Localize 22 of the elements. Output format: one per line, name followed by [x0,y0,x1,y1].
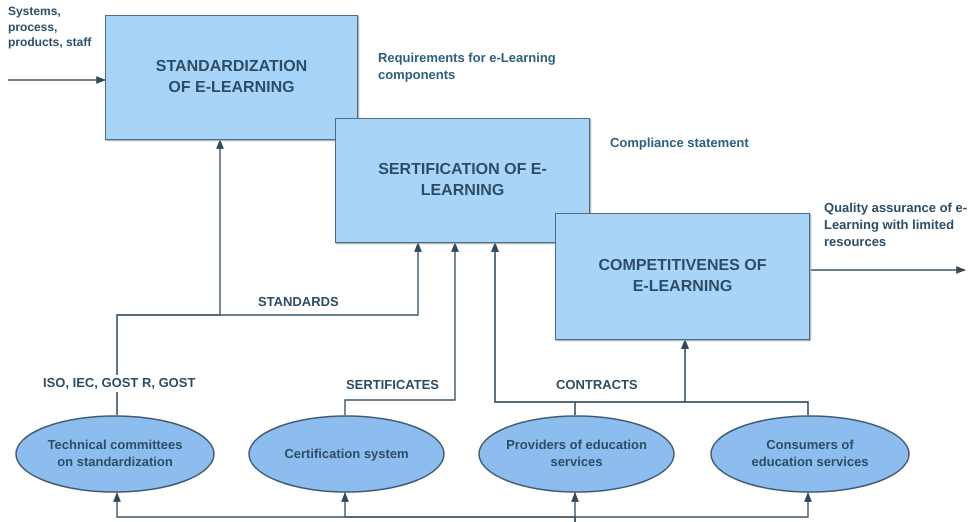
connector-arrow [116,242,422,415]
process-box [105,15,358,140]
ellipse-node [478,415,675,493]
process-box [335,118,590,243]
node-text: Consumers of education services [750,436,870,471]
connector-arrow [574,492,812,522]
ellipse-node [15,415,215,493]
connector-arrow [8,76,106,84]
ellipse-node [710,415,910,493]
connector-arrow [810,266,966,274]
node-text: Certification system [283,444,410,463]
process-box [555,213,810,340]
ellipse-node [248,415,445,493]
node-text: Technical committees on standardization [46,436,184,471]
box-title: SERTIFICATION OF E-LEARNING [377,160,548,200]
node-annotation: Requirements for e-Learning components [378,50,557,84]
connector-arrow [491,242,809,415]
node-text: Providers of education services [505,436,648,471]
connector-arrow [344,242,459,415]
box-title: STANDARDIZATION OF E-LEARNING [154,56,308,98]
node-annotation: Compliance statement [610,135,750,152]
box-title: COMPETITIVENES OF E-LEARNING [597,256,768,296]
